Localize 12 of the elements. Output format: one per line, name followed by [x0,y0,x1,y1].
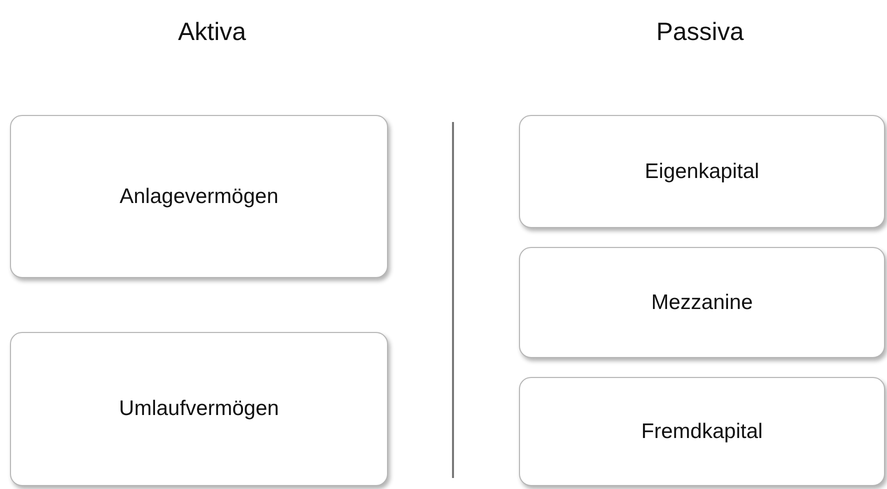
column-heading: Aktiva [178,18,246,47]
column-heading: Passiva [656,18,744,47]
balance-box [519,115,885,228]
box-label: Anlagevermögen [120,184,278,208]
balance-box [519,377,885,486]
box-label: Fremdkapital [641,420,763,444]
balance-box [519,247,885,358]
box-label: Eigenkapital [644,160,760,184]
balance-box [10,332,388,486]
balance-box [10,115,388,278]
box-label: Umlaufvermögen [119,397,279,421]
box-label: Mezzanine [651,290,753,314]
